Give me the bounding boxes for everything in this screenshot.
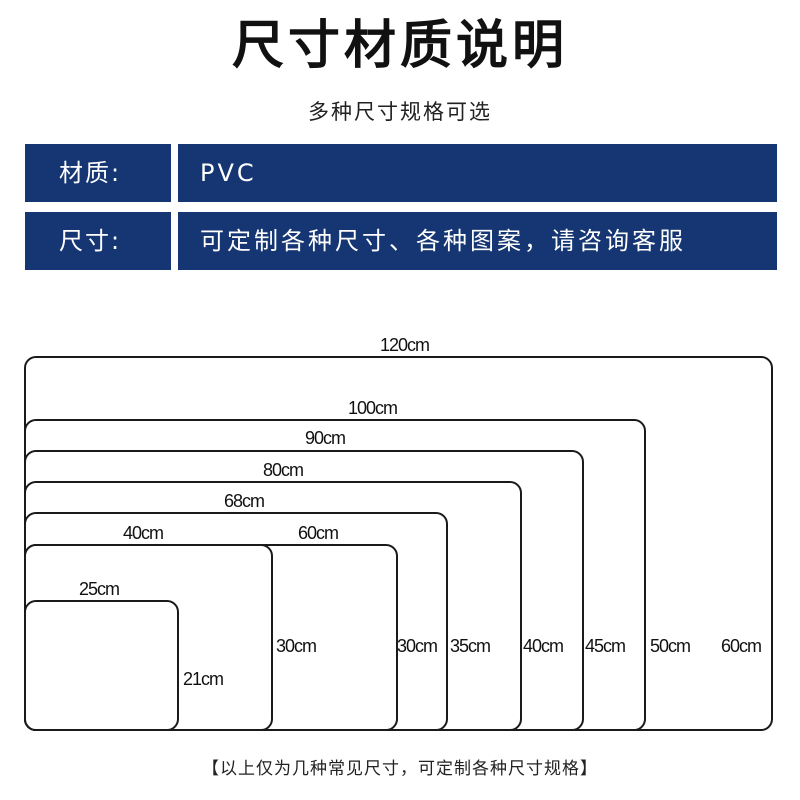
height-label-40: 40cm [523,636,564,656]
page-subtitle: 多种尺寸规格可选 [308,100,492,124]
height-label-45: 45cm [585,636,626,656]
page-title: 尺寸材质说明 [231,16,568,76]
height-label-35: 35cm [450,636,491,656]
spec-row-size: 尺寸: 可定制各种尺寸、各种图案，请咨询客服 [25,212,777,270]
spec-row-material: 材质: PVC [25,144,777,202]
spec-value-size: 可定制各种尺寸、各种图案，请咨询客服 [178,212,777,270]
height-label-21: 21cm [183,669,224,689]
width-label-60: 60cm [298,523,339,543]
width-label-80: 80cm [263,460,304,480]
spec-label-material: 材质: [25,144,171,202]
size-box-25x21 [24,600,179,731]
width-label-90: 90cm [305,428,346,448]
height-label-50: 50cm [650,636,691,656]
width-label-68: 68cm [224,491,265,511]
spec-value-material: PVC [178,144,777,202]
footer-note: 【以上仅为几种常见尺寸，可定制各种尺寸规格】 [202,759,598,779]
height-label-30-small: 30cm [276,636,317,656]
width-label-40: 40cm [123,523,164,543]
width-label-25: 25cm [79,579,120,599]
spec-label-size: 尺寸: [25,212,171,270]
width-label-120: 120cm [380,335,430,355]
height-label-30-large: 30cm [397,636,438,656]
height-label-60: 60cm [721,636,762,656]
width-label-100: 100cm [348,398,398,418]
